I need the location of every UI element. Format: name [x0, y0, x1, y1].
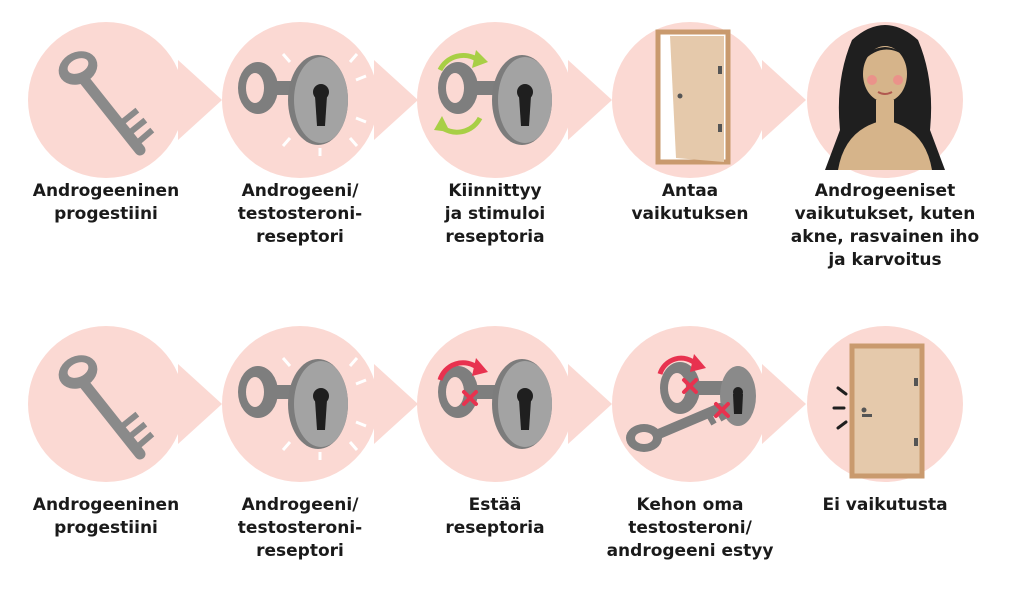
- step-label: Androgeeninen progestiini: [32, 181, 180, 224]
- step-label-block: Kiinnittyy ja stimuloi reseptoria: [400, 180, 590, 249]
- flow-arrow: [374, 364, 418, 444]
- step-label-block: Antaa vaikutuksen: [595, 180, 785, 226]
- open-door-icon: [655, 29, 731, 165]
- step-circle: [222, 22, 378, 178]
- woman-acne-icon: [825, 25, 945, 170]
- step-label: Androgeeniset vaikutukset, kuten akne, r…: [790, 181, 980, 270]
- flow-arrow: [178, 60, 222, 140]
- step-circle: [28, 326, 184, 482]
- key-blocked-icon: [437, 358, 552, 449]
- step-circle: [807, 22, 963, 178]
- red-rotate-arrow-icon: [657, 355, 698, 375]
- flow-arrow: [762, 60, 806, 140]
- second-key-blocked-icon: [626, 354, 756, 452]
- step-label-block: Ei vaikutusta: [790, 494, 980, 517]
- flow-arrow: [178, 364, 222, 444]
- step-label-block: Androgeeniset vaikutukset, kuten akne, r…: [785, 180, 985, 272]
- key-icon: [58, 51, 155, 156]
- step-circle: [222, 326, 378, 482]
- step-label-block: Estää reseptoria: [400, 494, 590, 540]
- step-label-block: Androgeeninen progestiini: [11, 180, 201, 226]
- step-circle: [417, 326, 573, 482]
- step-label: Ei vaikutusta: [822, 495, 948, 515]
- step-label: Androgeeni/ testosteroni- reseptori: [237, 181, 363, 247]
- step-circle: [28, 22, 184, 178]
- flow-arrow: [568, 364, 612, 444]
- step-label: Kiinnittyy ja stimuloi reseptoria: [444, 181, 546, 247]
- step-label: Estää reseptoria: [445, 495, 545, 538]
- keyhole-receptor-icon: [238, 357, 367, 460]
- flow-arrow: [762, 364, 806, 444]
- cross-icon: [462, 390, 478, 406]
- closed-door-icon: [832, 343, 925, 479]
- key-icon: [58, 355, 155, 460]
- knock-lines-icon: [832, 386, 848, 430]
- row1-arrows: [178, 60, 806, 140]
- key-turning-icon: [434, 50, 552, 145]
- red-rotate-arrow-icon: [437, 360, 480, 381]
- step-label: Androgeeninen progestiini: [32, 495, 180, 538]
- step-label-block: Kehon oma testosteroni/ androgeeni estyy: [595, 494, 785, 563]
- keyhole-receptor-icon: [238, 53, 367, 156]
- flow-arrow: [374, 60, 418, 140]
- flow-arrow: [568, 60, 612, 140]
- step-circle: [807, 326, 963, 482]
- step-label-block: Androgeeninen progestiini: [11, 494, 201, 540]
- step-circle: [612, 326, 768, 482]
- step-label: Antaa vaikutuksen: [631, 181, 749, 224]
- step-circle: [417, 22, 573, 178]
- step-label-block: Androgeeni/ testosteroni- reseptori: [205, 494, 395, 563]
- cross-icon: [682, 378, 730, 418]
- step-label: Kehon oma testosteroni/ androgeeni estyy: [606, 495, 774, 561]
- step-circle: [612, 22, 768, 178]
- row2-arrows: [178, 364, 806, 444]
- step-label-block: Androgeeni/ testosteroni- reseptori: [205, 180, 395, 249]
- step-label: Androgeeni/ testosteroni- reseptori: [237, 495, 363, 561]
